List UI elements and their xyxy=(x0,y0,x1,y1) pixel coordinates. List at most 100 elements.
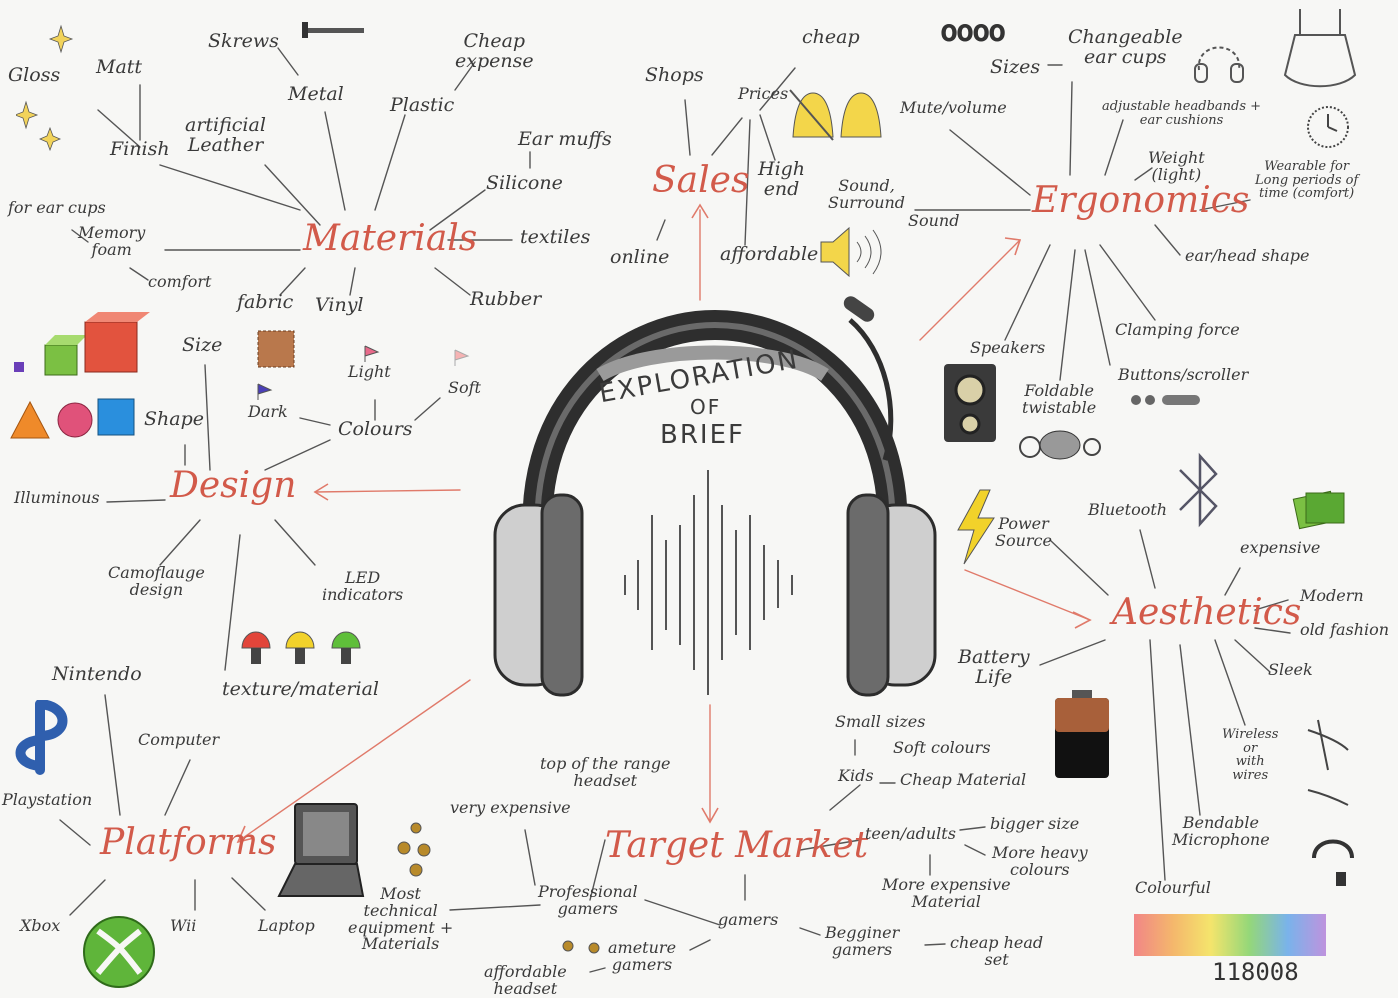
center-title-line2: OF xyxy=(690,395,722,419)
headphone-sketch-icon xyxy=(1194,46,1244,83)
dots-logo: oooo xyxy=(940,14,1006,49)
label-artificial-leather: artificial Leather xyxy=(185,114,266,156)
hub-aesthetics: Aesthetics xyxy=(1112,592,1302,633)
label-illuminous: Illuminous xyxy=(14,488,100,507)
label-wireless: Wireless or with wires xyxy=(1222,727,1279,783)
cubes-icon xyxy=(14,312,150,376)
label-power-source: Power Source xyxy=(995,514,1052,550)
playstation-icon xyxy=(15,700,68,775)
label-mute-volume: Mute/volume xyxy=(900,98,1007,117)
label-more-expensive-material: More expensive Material xyxy=(882,875,1011,911)
label-old-fashion: old fashion xyxy=(1300,620,1390,639)
label-matt: Matt xyxy=(96,56,143,78)
label-top-of-range: top of the range headset xyxy=(540,754,671,790)
label-gloss: Gloss xyxy=(8,64,61,86)
label-colours: Colours xyxy=(338,418,413,440)
label-bigger-size: bigger size xyxy=(990,814,1080,833)
label-most-technical: Most technical equipment + Materials xyxy=(348,884,454,954)
label-very-expensive: very expensive xyxy=(450,798,571,817)
buttons-icon xyxy=(1131,395,1200,405)
folding-headphones-icon xyxy=(1019,430,1101,460)
label-kids: Kids xyxy=(838,766,874,785)
hub-platforms: Platforms xyxy=(100,822,277,863)
student-code: 118008 xyxy=(1212,958,1299,986)
label-vinyl: Vinyl xyxy=(315,294,364,316)
label-soft: Soft xyxy=(448,378,481,397)
label-for-ear-cups: for ear cups xyxy=(8,198,106,217)
label-xbox: Xbox xyxy=(20,916,61,935)
fabric-swatch-icon xyxy=(257,330,295,368)
label-cheap-head-set: cheap head set xyxy=(950,933,1044,969)
bluetooth-icon xyxy=(1179,452,1218,528)
battery-icon xyxy=(1055,690,1109,778)
clock-icon xyxy=(1307,106,1349,148)
label-changeable-ear-cups: Changeable ear cups xyxy=(1068,26,1183,68)
label-fabric: fabric xyxy=(237,291,294,313)
label-adjustable-headbands: adjustable headbands + ear cushions xyxy=(1102,99,1262,128)
sparkle-icon xyxy=(16,24,74,152)
microphone-icon xyxy=(1312,839,1354,886)
label-bendable-microphone: Bendable Microphone xyxy=(1172,813,1270,849)
label-wii: Wii xyxy=(170,916,197,935)
label-texture-material: texture/material xyxy=(222,678,379,700)
label-foldable-twistable: Foldable twistable xyxy=(1022,381,1097,417)
hub-target-market: Target Market xyxy=(605,825,869,866)
label-metal: Metal xyxy=(288,83,344,105)
label-silicone: Silicone xyxy=(486,172,563,194)
label-ear-head-shape: ear/head shape xyxy=(1185,246,1310,265)
label-high-end: High end xyxy=(758,158,806,200)
rainbow-swatch xyxy=(1134,914,1326,956)
label-skrews: Skrews xyxy=(208,30,279,52)
hub-sales: Sales xyxy=(652,160,750,201)
xbox-icon xyxy=(83,916,155,988)
cable-icon xyxy=(1307,719,1349,806)
hub-design: Design xyxy=(170,465,297,506)
laptop-icon xyxy=(277,803,365,897)
label-textiles: textiles xyxy=(520,226,591,248)
label-modern: Modern xyxy=(1300,586,1364,605)
bell-icon xyxy=(789,89,882,141)
label-teen-adults: teen/adults xyxy=(865,824,956,843)
lightning-icon xyxy=(957,489,995,565)
label-sound-surround: Sound, Surround xyxy=(828,176,906,212)
label-playstation: Playstation xyxy=(2,790,93,809)
label-gamers: gamers xyxy=(718,910,779,929)
label-cheap-material: Cheap Material xyxy=(900,770,1027,789)
label-camouflage-design: Camoflauge design xyxy=(108,563,205,599)
label-beginner-gamers: Begginer gamers xyxy=(825,923,900,959)
label-ear-muffs: Ear muffs xyxy=(518,128,612,150)
label-sizes: Sizes xyxy=(990,56,1041,78)
speaker-volume-icon xyxy=(820,226,882,278)
hub-ergonomics: Ergonomics xyxy=(1032,180,1250,221)
screw-icon xyxy=(302,22,364,38)
coin-dots-icon xyxy=(562,940,600,954)
label-amateur-gamers: ameture gamers xyxy=(608,938,677,974)
label-clamping-force: Clamping force xyxy=(1115,320,1240,339)
label-speakers: Speakers xyxy=(970,338,1046,357)
label-shape: Shape xyxy=(144,408,204,430)
label-laptop: Laptop xyxy=(258,916,315,935)
label-nintendo: Nintendo xyxy=(52,663,142,685)
speaker-box-icon xyxy=(944,364,996,442)
label-sleek: Sleek xyxy=(1268,660,1313,679)
label-light: Light xyxy=(348,362,391,381)
label-bluetooth: Bluetooth xyxy=(1088,500,1168,519)
label-rubber: Rubber xyxy=(470,288,542,310)
label-memory-foam: Memory foam xyxy=(78,223,146,259)
label-small-sizes: Small sizes xyxy=(835,712,926,731)
label-shops: Shops xyxy=(645,64,704,86)
coins-icon xyxy=(397,822,431,877)
headband-icon xyxy=(1283,9,1357,88)
flag-icons xyxy=(257,345,470,400)
label-colourful: Colourful xyxy=(1135,878,1211,897)
label-affordable-headset: affordable headset xyxy=(484,962,567,998)
label-computer: Computer xyxy=(138,730,220,749)
label-led-indicators: LED indicators xyxy=(322,568,404,604)
label-affordable: affordable xyxy=(720,243,819,265)
label-prices: Prices xyxy=(738,84,789,103)
label-wearable: Wearable for Long periods of time (comfo… xyxy=(1255,159,1359,202)
label-expensive: expensive xyxy=(1240,538,1321,557)
label-comfort: comfort xyxy=(148,272,212,291)
